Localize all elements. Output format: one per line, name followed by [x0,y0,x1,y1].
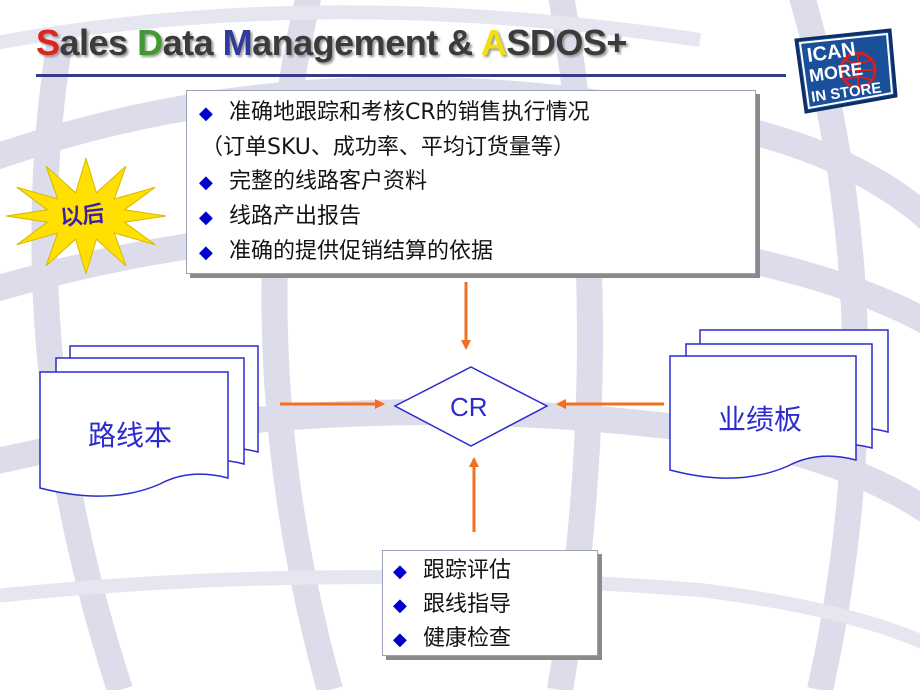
outcome-text: （订单SKU、成功率、平均订货量等） [201,135,575,160]
cr-diamond [393,366,549,447]
cr-node-label: CR [450,392,488,422]
outcome-item: （订单SKU、成功率、平均订货量等） [199,131,755,165]
coaching-list: ◆ 跟踪评估 ◆ 跟线指导 ◆ 健康检查 [383,551,597,656]
route-book-label: 路线本 [88,419,173,452]
diamond-bullet-icon: ◆ [393,595,407,616]
coaching-text: 跟踪评估 [423,558,512,583]
title-initial-d: D [137,22,163,63]
diamond-bullet-icon: ◆ [393,561,407,582]
title-initial-s: S [36,22,60,63]
outcome-text: 线路产出报告 [229,204,362,229]
coaching-text: 健康检查 [423,626,512,651]
slide-title: Sales Data Management & ASDOS+ [36,22,627,64]
outcome-item: ◆ 线路产出报告 [199,200,755,235]
left-document-stack [39,345,259,497]
ican-more-in-store-logo: ICAN MORE IN STORE [794,28,898,114]
diamond-bullet-icon: ◆ [393,629,407,650]
coaching-box: ◆ 跟踪评估 ◆ 跟线指导 ◆ 健康检查 [382,550,598,656]
outcome-text: 准确地跟踪和考核CR的销售执行情况 [229,100,590,125]
diamond-bullet-icon: ◆ [199,103,213,124]
coaching-text: 跟线指导 [423,592,512,617]
outcomes-box: ◆ 准确地跟踪和考核CR的销售执行情况 （订单SKU、成功率、平均订货量等） ◆ 完… [186,90,756,274]
outcome-item: ◆ 准确地跟踪和考核CR的销售执行情况 [199,96,755,131]
outcome-item: ◆ 准确的提供促销结算的依据 [199,235,755,270]
performance-board-label: 业绩板 [718,403,803,436]
diamond-bullet-icon: ◆ [199,207,213,228]
title-part-ales: ales [59,22,138,63]
title-initial-a: A [480,22,507,63]
outcomes-list: ◆ 准确地跟踪和考核CR的销售执行情况 （订单SKU、成功率、平均订货量等） ◆ 完… [187,91,755,270]
coaching-item: ◆ 跟踪评估 [393,554,597,588]
title-initial-m: M [222,22,253,63]
diamond-bullet-icon: ◆ [199,242,213,263]
title-underline [36,74,786,77]
coaching-item: ◆ 跟线指导 [393,588,597,622]
title-part-sdos: SDOS+ [506,22,627,63]
outcome-text: 准确的提供促销结算的依据 [229,239,494,264]
diamond-bullet-icon: ◆ [199,172,213,193]
coaching-item: ◆ 健康检查 [393,622,597,656]
title-part-ata: ata [162,22,223,63]
right-document-stack [669,329,889,479]
outcome-text: 完整的线路客户资料 [229,169,428,194]
title-part-anagement: anagement & [252,22,481,63]
outcome-item: ◆ 完整的线路客户资料 [199,165,755,200]
